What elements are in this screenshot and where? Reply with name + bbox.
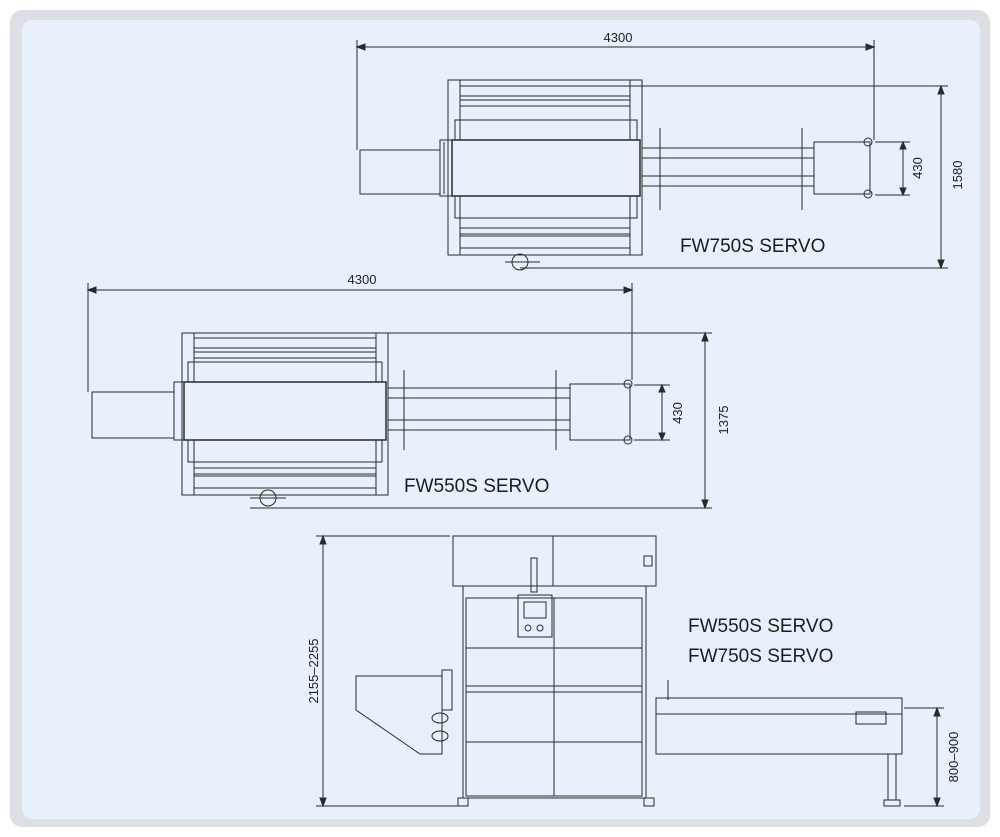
width-dim-label-550: 1375	[716, 406, 731, 435]
conveyor-550	[387, 387, 571, 431]
side-model-label-2: FW750S SERVO	[688, 646, 833, 667]
outfeed-table-750	[813, 141, 871, 195]
infeed-unit-550	[91, 391, 175, 439]
conveyor-750	[641, 147, 815, 187]
outfeed-table-550	[569, 383, 631, 441]
conveyor-dim-label-550: 430	[670, 402, 685, 424]
dim-line-height	[316, 534, 460, 808]
length-dim-label-550: 4300	[348, 272, 377, 287]
side-model-label-1: FW550S SERVO	[688, 616, 833, 637]
dim-line-length-550	[86, 283, 634, 392]
dim-line-length-750	[355, 40, 876, 150]
dim-line-conveyor-height	[904, 706, 944, 808]
height-dim-label: 2155–2255	[306, 638, 321, 703]
infeed-unit-750	[359, 149, 441, 195]
model-label-fw750s: FW750S SERVO	[680, 236, 825, 257]
width-dim-label-750: 1580	[950, 161, 965, 190]
dim-line-conveyor-750	[875, 140, 910, 197]
conveyor-dim-label-750: 430	[910, 157, 925, 179]
dim-line-width-750	[520, 84, 948, 270]
conveyor-height-dim-label: 800–900	[946, 732, 961, 783]
machine-body	[462, 585, 647, 799]
dim-line-conveyor-550	[634, 383, 670, 442]
side-view	[316, 534, 944, 808]
model-label-fw550s: FW550S SERVO	[404, 476, 549, 497]
top-cabinet	[452, 535, 657, 587]
control-panel	[517, 594, 553, 638]
length-dim-label-750: 4300	[604, 30, 633, 45]
top-view-fw550s	[86, 283, 712, 510]
dim-line-width-550	[250, 331, 712, 510]
top-view-fw750s	[355, 40, 948, 271]
infeed-side	[355, 675, 443, 755]
